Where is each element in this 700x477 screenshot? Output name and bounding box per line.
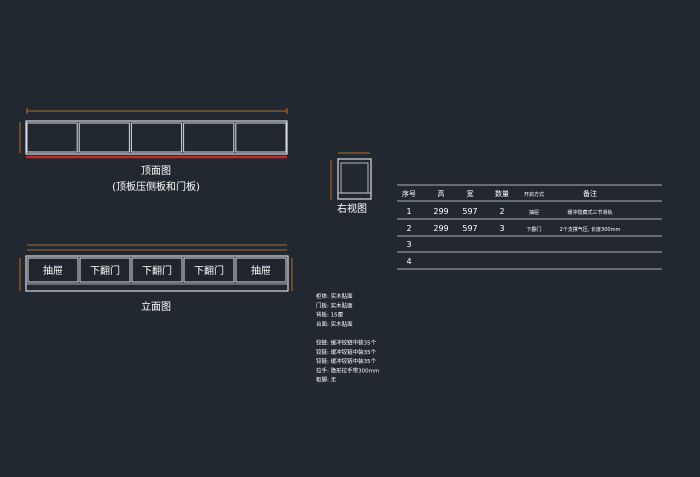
note-line: 铰链: 缓冲铰链中装35个 bbox=[316, 357, 377, 365]
table-cell: 1 bbox=[406, 207, 411, 216]
front-view: 抽屉 下翻门 下翻门 下翻门 抽屉 立面图 bbox=[19, 244, 293, 313]
side-view-title: 右视图 bbox=[337, 202, 367, 215]
table-header-cell: 备注 bbox=[583, 189, 597, 198]
table-cell: 2 bbox=[406, 224, 411, 233]
side-view: 右视图 bbox=[330, 152, 372, 215]
front-panel-label: 下翻门 bbox=[194, 264, 224, 277]
top-view-bay bbox=[235, 122, 287, 153]
side-view-inner-panel bbox=[340, 162, 369, 194]
note-line: 台面: 实木贴面 bbox=[316, 320, 353, 328]
front-panel-label: 抽屉 bbox=[251, 264, 271, 277]
note-line: 拉手: 隐形拉手带300mm bbox=[316, 366, 379, 374]
side-view-outline bbox=[337, 158, 372, 200]
table-cell: 597 bbox=[462, 207, 477, 216]
front-panel bbox=[183, 257, 235, 283]
note-line: 铰链: 缓冲铰链中装35个 bbox=[316, 339, 377, 347]
table-header-cell: 数量 bbox=[495, 189, 509, 198]
top-view-subtitle: (顶板压侧板和门板) bbox=[112, 180, 200, 193]
table-cell: 下翻门 bbox=[526, 226, 541, 233]
top-view-bay bbox=[183, 122, 235, 153]
table-header-cell: 高 bbox=[438, 189, 445, 198]
table-cell: 299 bbox=[433, 207, 448, 216]
front-view-outline bbox=[25, 255, 289, 292]
front-view-title: 立面图 bbox=[141, 300, 171, 313]
top-view-outline bbox=[25, 120, 288, 155]
front-panel-label: 下翻门 bbox=[90, 264, 120, 277]
front-view-panels: 抽屉 下翻门 下翻门 下翻门 抽屉 bbox=[27, 257, 287, 283]
front-panel bbox=[235, 257, 287, 283]
top-view-bay bbox=[78, 122, 130, 153]
note-line: 背板: 15厘 bbox=[316, 311, 344, 319]
top-view-panels bbox=[26, 122, 287, 153]
table-cell: 3 bbox=[406, 240, 411, 249]
top-view: 顶面图 (顶板压侧板和门板) bbox=[19, 108, 288, 193]
table-cell: 2个支撑气压, 长度300mm bbox=[560, 226, 621, 233]
note-line: 柜脚: 无 bbox=[316, 376, 337, 384]
table-cell: 2 bbox=[499, 207, 504, 216]
front-panel-label: 抽屉 bbox=[43, 264, 63, 277]
table-cell: 4 bbox=[406, 257, 411, 266]
note-line: 柜体: 实木贴面 bbox=[316, 292, 353, 300]
table-cell: 597 bbox=[462, 224, 477, 233]
table-cell: 3 bbox=[499, 224, 504, 233]
top-view-bay bbox=[130, 122, 183, 153]
table-header-cell: 开启方式 bbox=[524, 191, 544, 198]
table-cell: 299 bbox=[433, 224, 448, 233]
spec-table: 序号 高 宽 数量 开启方式 备注 1 299 597 2 抽屉 缓冲隐藏式三节滑轨 2 299 597 3 下… bbox=[397, 184, 662, 270]
table-cell: 抽屉 bbox=[529, 209, 539, 216]
front-panel bbox=[79, 257, 131, 283]
top-view-bay bbox=[26, 122, 78, 153]
table-header-cell: 宽 bbox=[467, 189, 474, 198]
table-header-cell: 序号 bbox=[402, 189, 416, 198]
note-line: 门板: 实木贴面 bbox=[316, 301, 353, 309]
table-cell: 缓冲隐藏式三节滑轨 bbox=[567, 209, 612, 216]
front-panel-label: 下翻门 bbox=[142, 264, 172, 277]
top-view-title: 顶面图 bbox=[141, 165, 171, 177]
note-line: 铰链: 缓冲铰链中装35个 bbox=[316, 348, 377, 356]
front-panel bbox=[131, 257, 183, 283]
front-panel bbox=[27, 257, 79, 283]
